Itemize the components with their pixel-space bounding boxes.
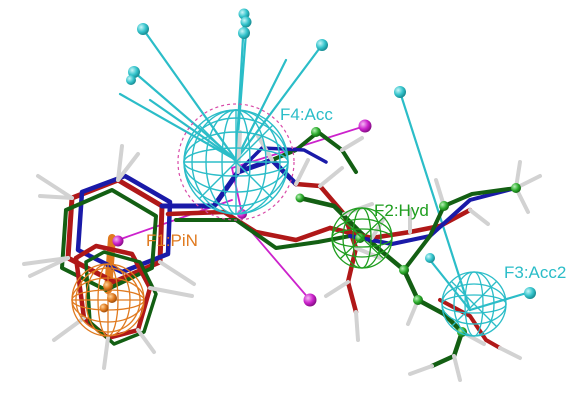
feature-label-f2: F2:Hyd: [374, 201, 429, 220]
feature-f3-acc2-sphere: [441, 271, 507, 337]
acceptor-vector-spheres: [126, 8, 536, 299]
linker-green: [174, 218, 352, 250]
ring-blue: [75, 173, 173, 275]
lower-ring-green: [84, 250, 158, 346]
tail-red: [438, 298, 502, 350]
aromatic-core: [99, 281, 117, 313]
lower-ring: [73, 243, 153, 341]
projection-points: [112, 119, 372, 307]
feature-label-f1: F1:PiN: [146, 231, 198, 250]
feature-label-f4: F4:Acc: [280, 105, 333, 124]
feature-label-f3: F3:Acc2: [504, 263, 566, 282]
acceptor-vectors: [118, 18, 532, 312]
feature-f2-hyd-sphere: [331, 207, 393, 269]
hydrogen-sticks: [22, 130, 542, 382]
ring-green: [60, 188, 158, 292]
feature-f4-acc-sphere: [177, 103, 295, 221]
